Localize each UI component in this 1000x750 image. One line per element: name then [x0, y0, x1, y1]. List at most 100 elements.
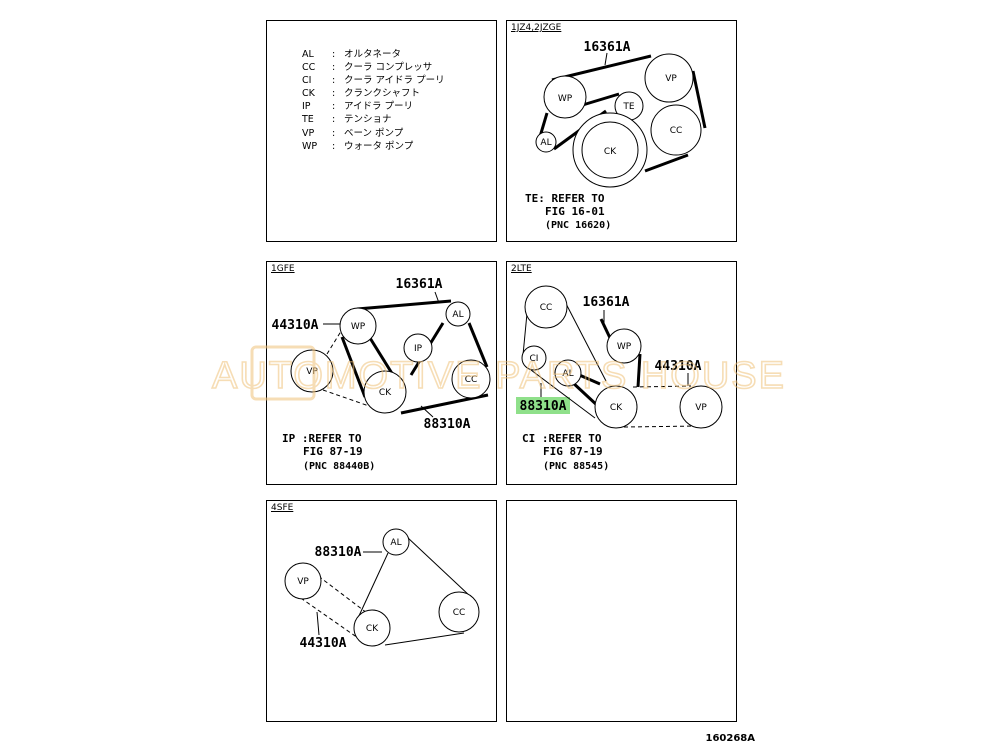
- pulley-label: CC: [670, 126, 683, 136]
- panel-empty: [506, 500, 737, 722]
- pulley-label: CK: [366, 624, 379, 634]
- pulley-vp: [644, 53, 694, 103]
- legend-panel: AL:オルタネータ CC:クーラ コンプレッサ CI:クーラ アイドラ プーリ …: [266, 20, 497, 242]
- pulley-al: [445, 301, 471, 327]
- belt-diagram-lte: CC CI WP AL CK VP 16361A 44310A 88310A C…: [516, 285, 723, 472]
- legend-sep: :: [332, 127, 336, 139]
- pulley-cc: [451, 359, 491, 399]
- legend-desc: テンショナ: [344, 114, 392, 126]
- highlight-box: [516, 397, 570, 414]
- legend-row: AL:オルタネータ: [302, 48, 445, 61]
- legend-row: VP: ベーン ポンプ: [302, 127, 445, 140]
- pulley-label: VP: [297, 577, 309, 587]
- legend-row: CC: クーラ コンプレッサ: [302, 61, 445, 74]
- panel-1jz-2jzge: 1JZ4,2JZGE VP WP TE CC AL CK 16361A: [506, 20, 737, 242]
- legend-sep: :: [332, 62, 336, 74]
- part-number: 88310A: [424, 417, 471, 432]
- legend-row: WP: ウォータ ポンプ: [302, 140, 445, 153]
- pulley-al: [535, 131, 557, 153]
- panel-tag: 1JZ4,2JZGE: [511, 23, 562, 33]
- pulley-ck: [353, 609, 391, 647]
- pulley-label: CK: [379, 388, 392, 398]
- legend-code: IP: [302, 101, 311, 113]
- legend-code: CC: [302, 62, 316, 74]
- pulley-label: AL: [390, 538, 401, 548]
- legend-desc: ベーン ポンプ: [344, 127, 404, 139]
- legend-sep: :: [332, 88, 336, 100]
- pulley-cc: [524, 285, 568, 329]
- leader-lines: [540, 310, 689, 397]
- legend-row: CK: クランクシャフト: [302, 87, 445, 100]
- note-line: (PNC 16620): [545, 220, 611, 231]
- pulley-wp: [606, 328, 642, 364]
- pulley-label: TE: [622, 102, 634, 112]
- pulley-label: IP: [414, 344, 423, 354]
- panel-tag: 4SFE: [271, 503, 294, 513]
- pulley-al: [554, 359, 582, 387]
- pulley-vp: [679, 385, 723, 429]
- pulley-label: WP: [617, 342, 632, 352]
- pulley-label: WP: [351, 322, 366, 332]
- legend-sep: :: [332, 140, 336, 152]
- legend-code: CI: [302, 75, 312, 87]
- note-line: TE: REFER TO: [525, 192, 605, 205]
- part-number: 44310A: [300, 636, 347, 651]
- panel-4sfe: 4SFE AL VP CK CC 88310: [266, 500, 497, 722]
- pulley-label: CC: [465, 375, 478, 385]
- legend-desc: オルタネータ: [344, 49, 402, 60]
- legend-desc: アイドラ プーリ: [344, 101, 414, 113]
- part-number: 88310A: [315, 545, 362, 560]
- legend-desc: クーラ コンプレッサ: [344, 62, 433, 74]
- part-number: 16361A: [584, 40, 631, 55]
- belt-diagram-jz: VP WP TE CC AL CK 16361A TE: REFER TO FI…: [525, 40, 707, 231]
- pulley-cc: [438, 591, 480, 633]
- pulley-label: CC: [453, 608, 466, 618]
- legend-desc: クランクシャフト: [344, 88, 421, 100]
- note-line: (PNC 88440B): [303, 461, 375, 472]
- drive-belt: [357, 536, 472, 646]
- legend-code: AL: [302, 49, 314, 60]
- panel-2lte: 2LTE: [506, 261, 737, 485]
- legend-desc: ウォータ ポンプ: [344, 140, 414, 152]
- pulley-label: VP: [665, 74, 677, 84]
- legend-code: VP: [302, 127, 315, 139]
- panel-tag: 2LTE: [511, 264, 532, 274]
- legend-list: AL:オルタネータ CC:クーラ コンプレッサ CI:クーラ アイドラ プーリ …: [302, 48, 445, 153]
- belt-diagram-sfe: AL VP CK CC 88310A 44310A: [284, 528, 480, 651]
- figure-number: 160268A: [705, 733, 756, 744]
- pulley-ck: [363, 370, 407, 414]
- note-line: IP :REFER TO: [282, 432, 362, 445]
- ps-belt: [623, 385, 702, 428]
- legend-code: WP: [302, 140, 318, 152]
- pulley-vp: [284, 562, 322, 600]
- legend-desc: クーラ アイドラ プーリ: [344, 75, 445, 87]
- panel-tag: 1GFE: [271, 264, 295, 274]
- pulley-ck: [594, 385, 638, 429]
- legend-code: TE: [302, 114, 314, 126]
- legend-sep: :: [332, 75, 336, 87]
- ps-belt: [294, 571, 368, 639]
- pulley-label: AL: [540, 138, 551, 148]
- part-number: 16361A: [583, 295, 630, 310]
- note-line: FIG 16-01: [545, 205, 605, 218]
- part-number-highlighted: 88310A: [520, 399, 567, 414]
- pulley-al: [382, 528, 410, 556]
- pulley-label: CC: [540, 303, 553, 313]
- legend-row: IP:アイドラ プーリ: [302, 100, 445, 113]
- pulley-label: VP: [695, 403, 707, 413]
- legend-code: CK: [302, 88, 315, 100]
- leader-lines: [316, 551, 382, 636]
- leader-lines: [323, 291, 440, 418]
- part-number: 44310A: [655, 359, 702, 374]
- pulley-cc: [650, 104, 702, 156]
- note-line: FIG 87-19: [303, 445, 363, 458]
- pulley-label: AL: [452, 310, 463, 320]
- pulley-label: CI: [530, 354, 539, 364]
- note-line: CI :REFER TO: [522, 432, 602, 445]
- pulley-ip: [403, 333, 433, 363]
- belt-diagram-gfe: WP AL IP VP CC CK 16361A 44310A 88310A I…: [272, 277, 491, 472]
- pulley-label: WP: [558, 94, 573, 104]
- panel-1gfe: 1GFE WP: [266, 261, 497, 485]
- part-number: 44310A: [272, 318, 319, 333]
